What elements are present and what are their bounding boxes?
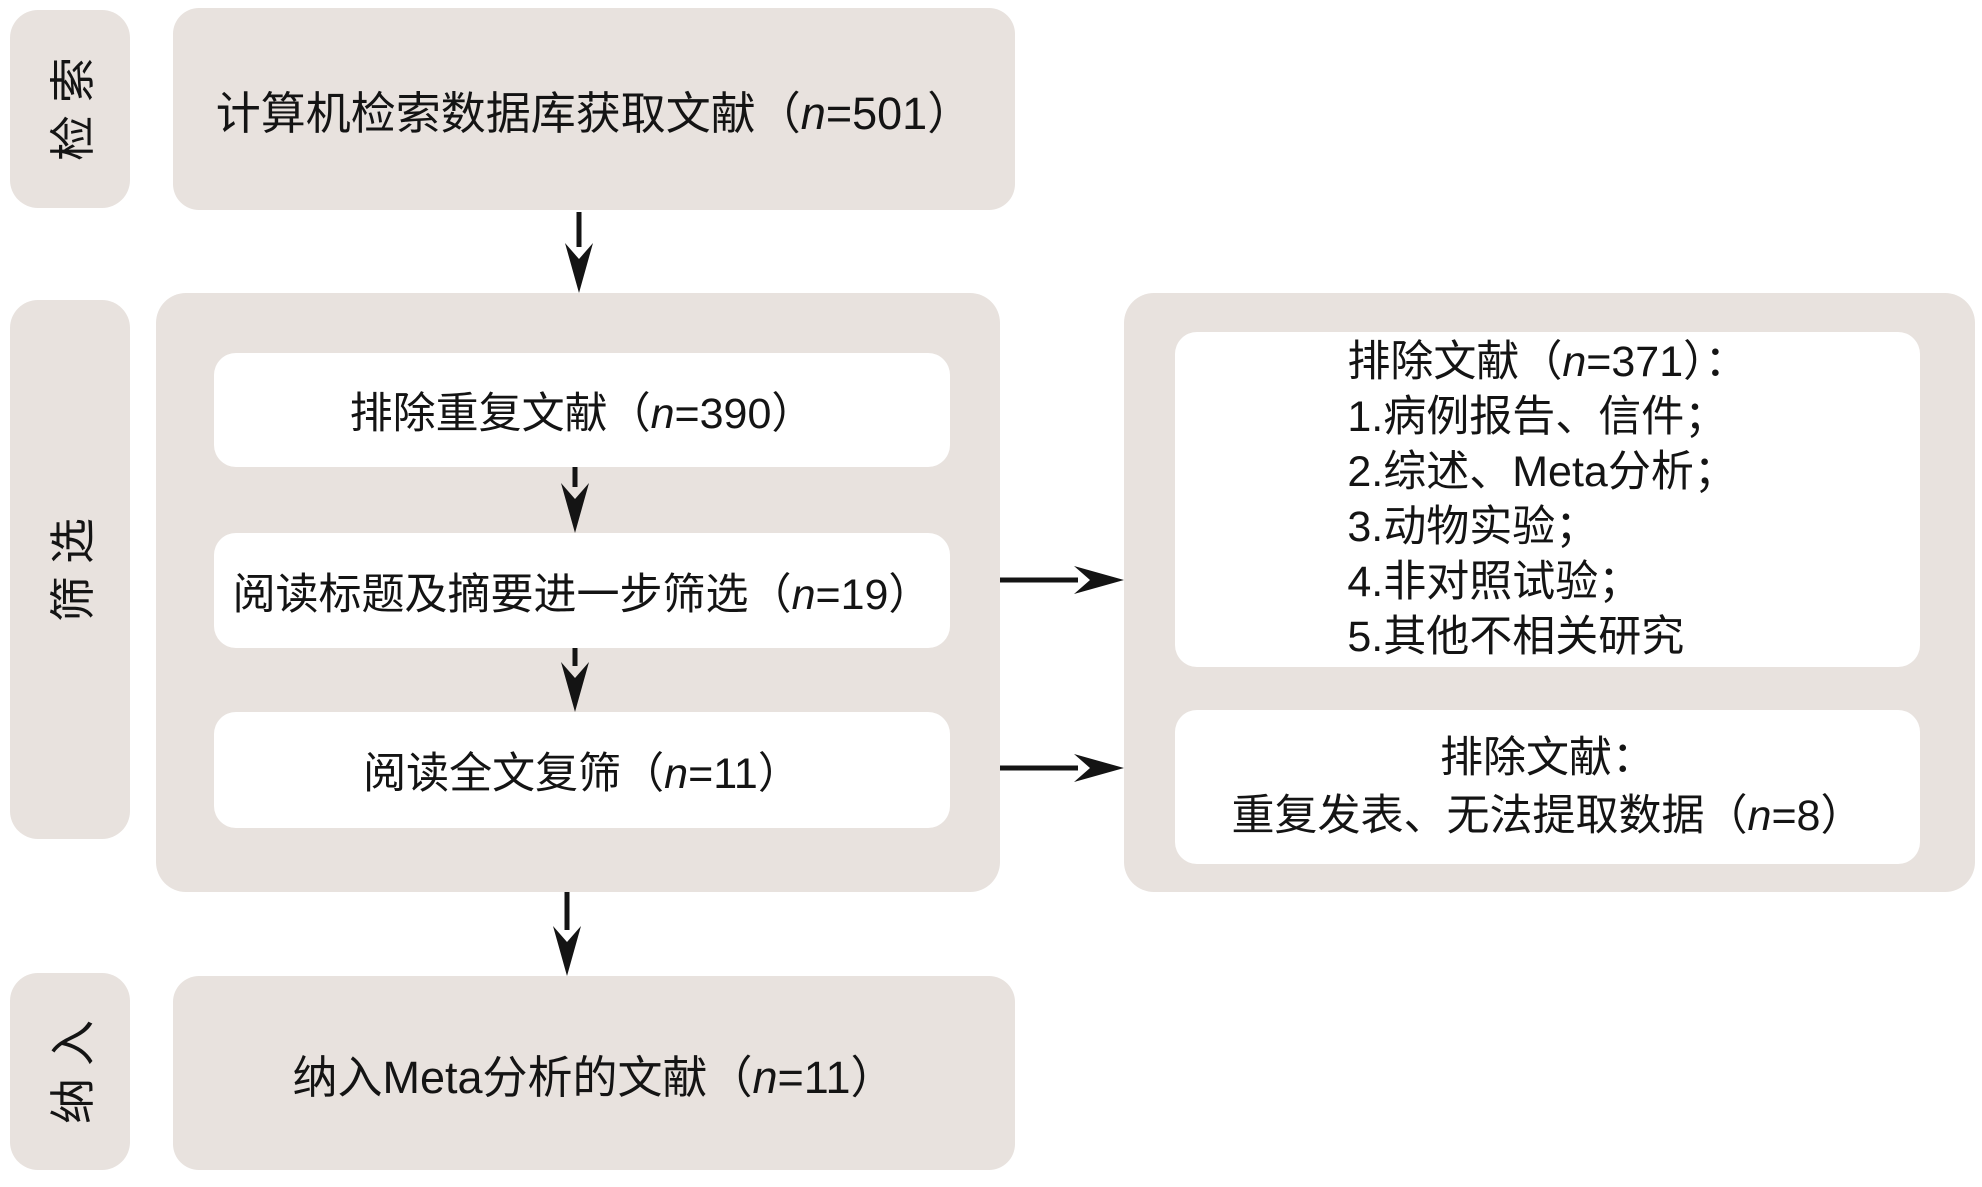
node-database-search-text: 计算机检索数据库获取文献（n=501）	[215, 87, 973, 139]
arrow-title-abstract-to-excluded	[1000, 566, 1124, 594]
node-title-abstract-screen-text: 阅读标题及摘要进一步筛选（n=19）	[232, 570, 932, 619]
stage-label-search: 检索	[10, 10, 130, 208]
excluded-fulltext-line: 重复发表、无法提取数据（n=8）	[1231, 792, 1864, 840]
arrow-screening-to-included	[553, 892, 581, 976]
node-included-text: 纳入Meta分析的文献（n=11）	[292, 1051, 896, 1103]
stage-label-screening: 筛选	[10, 300, 130, 839]
excluded-primary-line: 1.病例报告、信件；	[1347, 392, 1728, 441]
excluded-primary-line: 3.动物实验；	[1347, 502, 1599, 551]
excluded-primary-line: 4.非对照试验；	[1347, 557, 1642, 606]
excluded-primary-line: 5.其他不相关研究	[1347, 612, 1685, 661]
arrow-fulltext-to-excluded	[1000, 754, 1124, 782]
node-remove-duplicates: 排除重复文献（n=390）	[214, 353, 950, 467]
node-database-search: 计算机检索数据库获取文献（n=501）	[173, 8, 1015, 210]
arrow-search-to-screening	[565, 212, 593, 293]
node-included: 纳入Meta分析的文献（n=11）	[173, 976, 1015, 1170]
excluded-fulltext-line: 排除文献：	[1440, 734, 1655, 782]
node-title-abstract-screen: 阅读标题及摘要进一步筛选（n=19）	[214, 533, 950, 648]
stage-label-screening-text: 筛选	[47, 505, 99, 622]
arrow-title-abstract-to-fulltext	[561, 648, 589, 712]
node-full-text-screen-text: 阅读全文复筛（n=11）	[363, 750, 801, 798]
stage-label-inclusion: 纳入	[10, 973, 130, 1170]
node-excluded-primary-text: 排除文献（n=371）： 1.病例报告、信件； 2.综述、Meta分析； 3.动…	[1347, 335, 1747, 665]
node-remove-duplicates-text: 排除重复文献（n=390）	[349, 390, 815, 438]
node-excluded-primary: 排除文献（n=371）： 1.病例报告、信件； 2.综述、Meta分析； 3.动…	[1175, 332, 1920, 667]
node-full-text-screen: 阅读全文复筛（n=11）	[214, 712, 950, 828]
stage-label-search-text: 检索	[47, 45, 99, 161]
stage-label-inclusion-text: 纳入	[47, 1007, 99, 1124]
excluded-primary-line: 排除文献（n=371）：	[1347, 337, 1748, 386]
arrow-dedup-to-title-abstract	[561, 467, 589, 533]
node-excluded-fulltext: 排除文献： 重复发表、无法提取数据（n=8）	[1175, 710, 1920, 864]
excluded-primary-line: 2.综述、Meta分析；	[1347, 447, 1737, 496]
